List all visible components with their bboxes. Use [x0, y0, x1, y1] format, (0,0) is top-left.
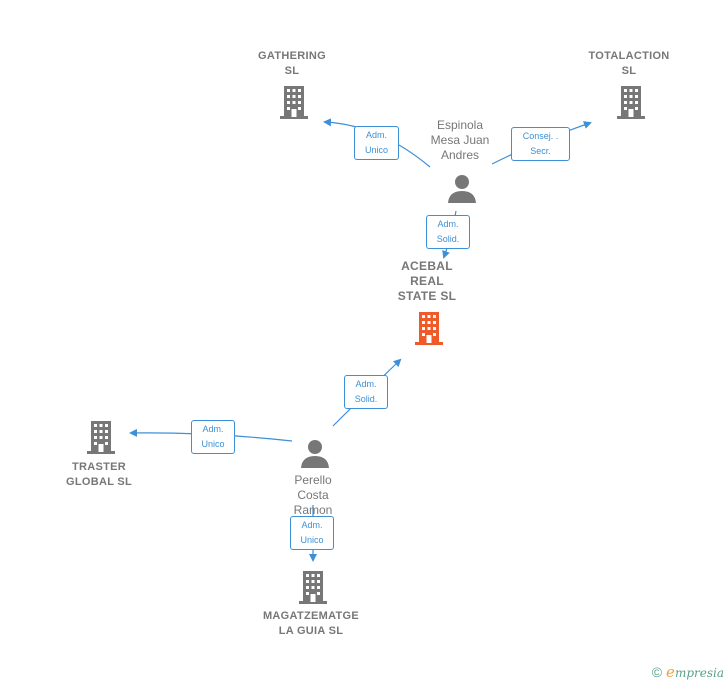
company-label-acebal[interactable]: ACEBAL REAL STATE SL — [397, 259, 457, 303]
relation-label-perello-acebal[interactable]: Adm. Solid. — [344, 375, 388, 409]
person-label-espinola[interactable]: Espinola Mesa Juan Andres — [430, 118, 490, 162]
brand-initial: e — [666, 663, 675, 681]
building-icon[interactable] — [413, 311, 445, 345]
company-label-totalaction[interactable]: TOTALACTION SL — [588, 50, 670, 77]
company-label-traster[interactable]: TRASTER GLOBAL SL — [65, 461, 133, 488]
building-icon[interactable] — [615, 85, 647, 119]
brand-watermark: © empresia — [652, 663, 724, 681]
company-label-gathering[interactable]: GATHERING SL — [258, 50, 326, 77]
person-label-perello[interactable]: Perello Costa Ramon — [293, 473, 333, 517]
building-icon[interactable] — [297, 570, 329, 604]
person-icon[interactable] — [300, 438, 330, 468]
relation-label-perello-traster[interactable]: Adm. Unico — [191, 420, 235, 454]
relation-label-espinola-gathering[interactable]: Adm. Unico — [354, 126, 399, 160]
building-icon[interactable] — [278, 85, 310, 119]
relation-label-espinola-totalaction[interactable]: Consej. . Secr. — [511, 127, 570, 161]
building-icon[interactable] — [85, 420, 117, 454]
relation-label-espinola-acebal[interactable]: Adm. Solid. — [426, 215, 470, 249]
brand-logo: empresia — [666, 663, 724, 681]
relation-label-perello-magatzematge[interactable]: Adm. Unico — [290, 516, 334, 550]
copyright-symbol: © — [651, 664, 663, 680]
brand-rest: mpresia — [674, 666, 724, 680]
company-label-magatzematge[interactable]: MAGATZEMATGE LA GUIA SL — [262, 610, 360, 637]
person-icon[interactable] — [447, 173, 477, 203]
